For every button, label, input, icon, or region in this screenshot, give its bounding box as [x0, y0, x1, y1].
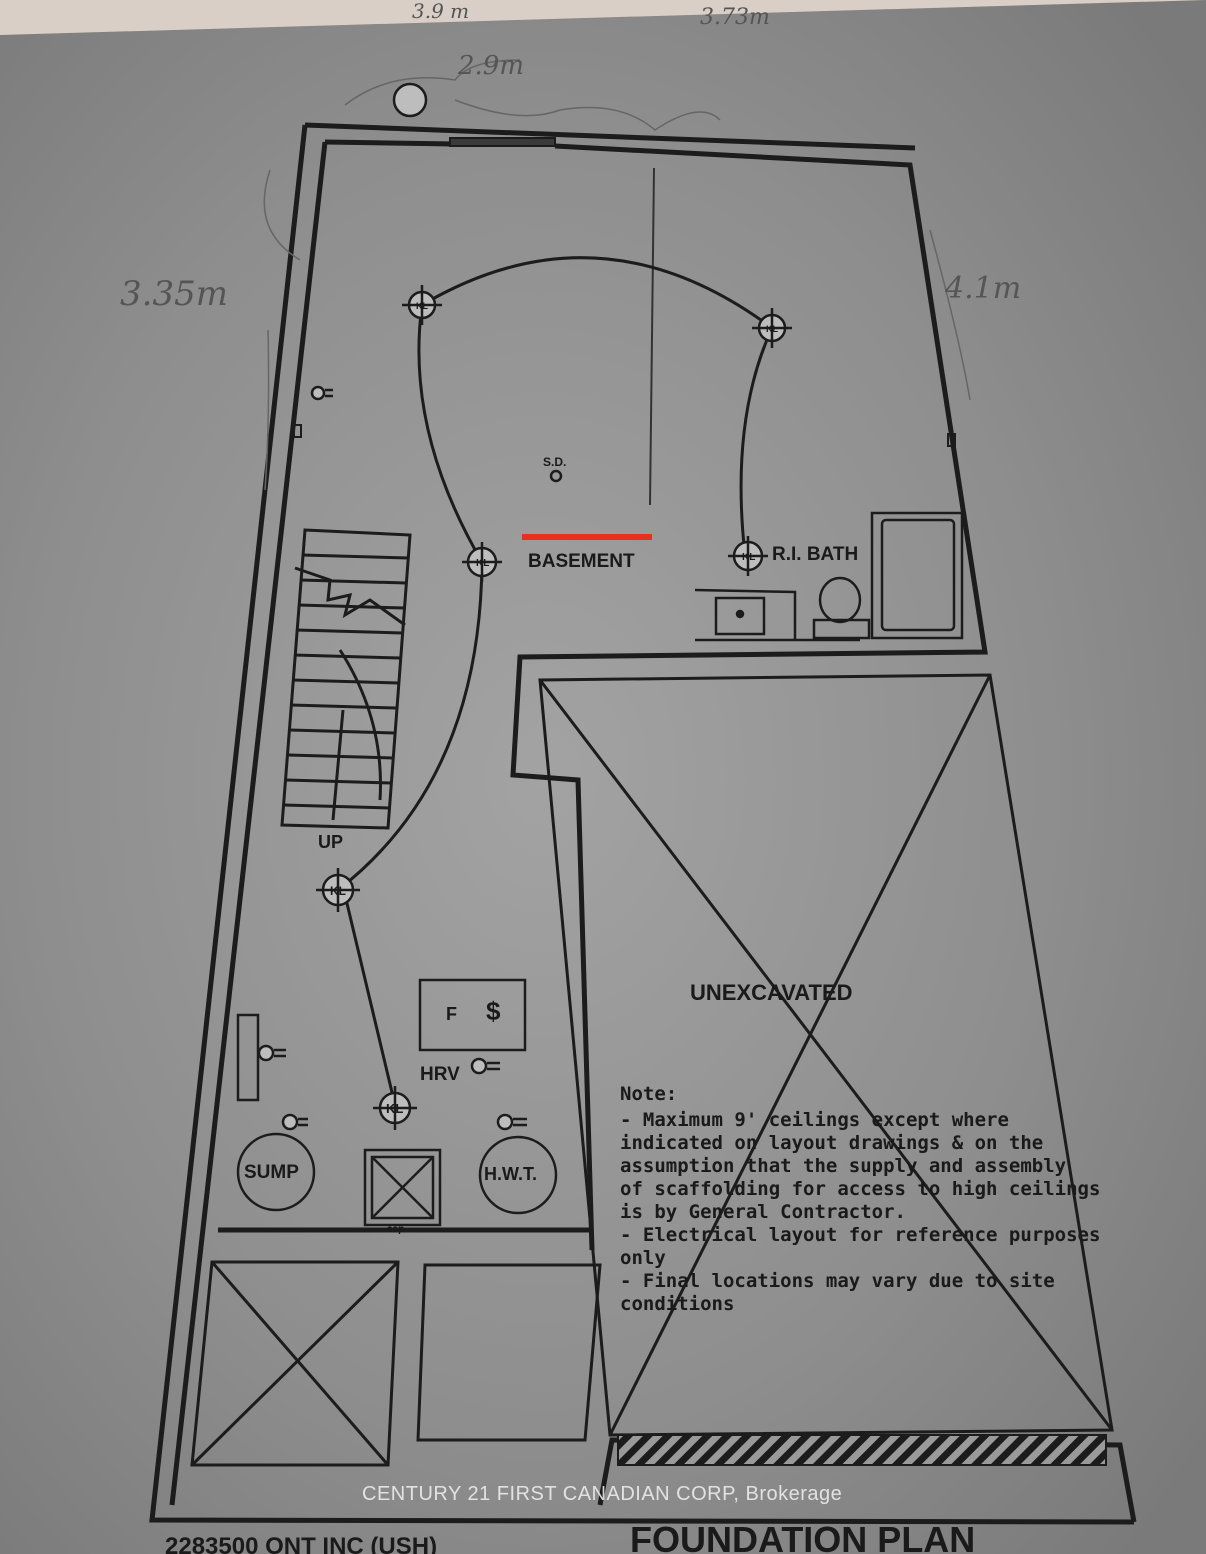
- outlet-icons: [257, 385, 527, 1131]
- footer-owner: 2283500 ONT INC (USH): [165, 1533, 437, 1554]
- ssp-box: [363, 1148, 442, 1227]
- stairs-up-label: UP: [318, 832, 343, 852]
- kl-label: KL: [416, 301, 428, 311]
- stairs: [280, 528, 412, 830]
- unexcavated-area: [538, 673, 1114, 1437]
- dimension-top-window: 2.9m: [457, 51, 524, 81]
- kl-label: KL: [766, 324, 778, 334]
- basement-label: BASEMENT: [528, 551, 635, 572]
- note-title: Note:: [620, 1083, 677, 1105]
- plan-note: Note: - Maximum 9' ceilings except where…: [620, 1083, 1100, 1315]
- kl-label: KL: [330, 884, 346, 898]
- note-line: of scaffolding for access to high ceilin…: [620, 1178, 1100, 1200]
- panel: [236, 1013, 260, 1102]
- hatched-footing: [617, 1434, 1107, 1466]
- dimension-left: 3.35m: [120, 274, 228, 314]
- plan-title: FOUNDATION PLAN: [630, 1519, 975, 1554]
- electrical-wiring: [337, 256, 774, 1106]
- note-line: - Final locations may vary due to site: [620, 1270, 1055, 1292]
- switch-icon: [293, 424, 302, 438]
- dimension-top-right: 3.73m: [700, 5, 770, 30]
- furnace-icon: [418, 978, 527, 1052]
- dimension-top-left: 3.9 m: [412, 0, 469, 23]
- hwt-label: H.W.T.: [484, 1164, 537, 1184]
- note-line: - Electrical layout for reference purpos…: [620, 1224, 1100, 1246]
- note-line: conditions: [620, 1293, 734, 1315]
- lower-left-unexcavated: [190, 1260, 602, 1467]
- sump-label: SUMP: [244, 1162, 299, 1183]
- furnace-label: F: [446, 1004, 457, 1024]
- dimension-right: 4.1m: [944, 271, 1021, 306]
- division-line: [649, 167, 655, 506]
- kl-label: KL: [476, 558, 489, 569]
- foundation-walls: [149, 122, 1137, 1525]
- kl-label: KL: [742, 552, 755, 563]
- note-line: indicated on layout drawings & on the: [620, 1132, 1043, 1154]
- bath-fixtures: [694, 511, 964, 642]
- brokerage-watermark: CENTURY 21 FIRST CANADIAN CORP, Brokerag…: [362, 1483, 842, 1505]
- sump-pit-icon: [236, 1132, 316, 1212]
- gas-symbol: $: [486, 996, 501, 1026]
- smoke-detector-icon: [549, 469, 563, 483]
- ssp-label: ssp: [387, 1224, 404, 1235]
- note-line: is by General Contractor.: [620, 1201, 906, 1223]
- ri-bath-label: R.I. BATH: [772, 544, 858, 565]
- hrv-label: HRV: [420, 1064, 460, 1085]
- smoke-detector-label: S.D.: [543, 455, 566, 469]
- switch-icon: [947, 433, 956, 447]
- note-line: assumption that the supply and assembly: [620, 1155, 1066, 1177]
- window: [449, 137, 556, 147]
- unexcavated-label: UNEXCAVATED: [690, 980, 853, 1005]
- note-line: only: [620, 1247, 666, 1269]
- hot-water-tank-icon: [478, 1135, 558, 1215]
- kl-label: KL: [386, 1101, 403, 1116]
- note-line: - Maximum 9' ceilings except where: [620, 1109, 1009, 1131]
- pencil-marks: [263, 59, 971, 491]
